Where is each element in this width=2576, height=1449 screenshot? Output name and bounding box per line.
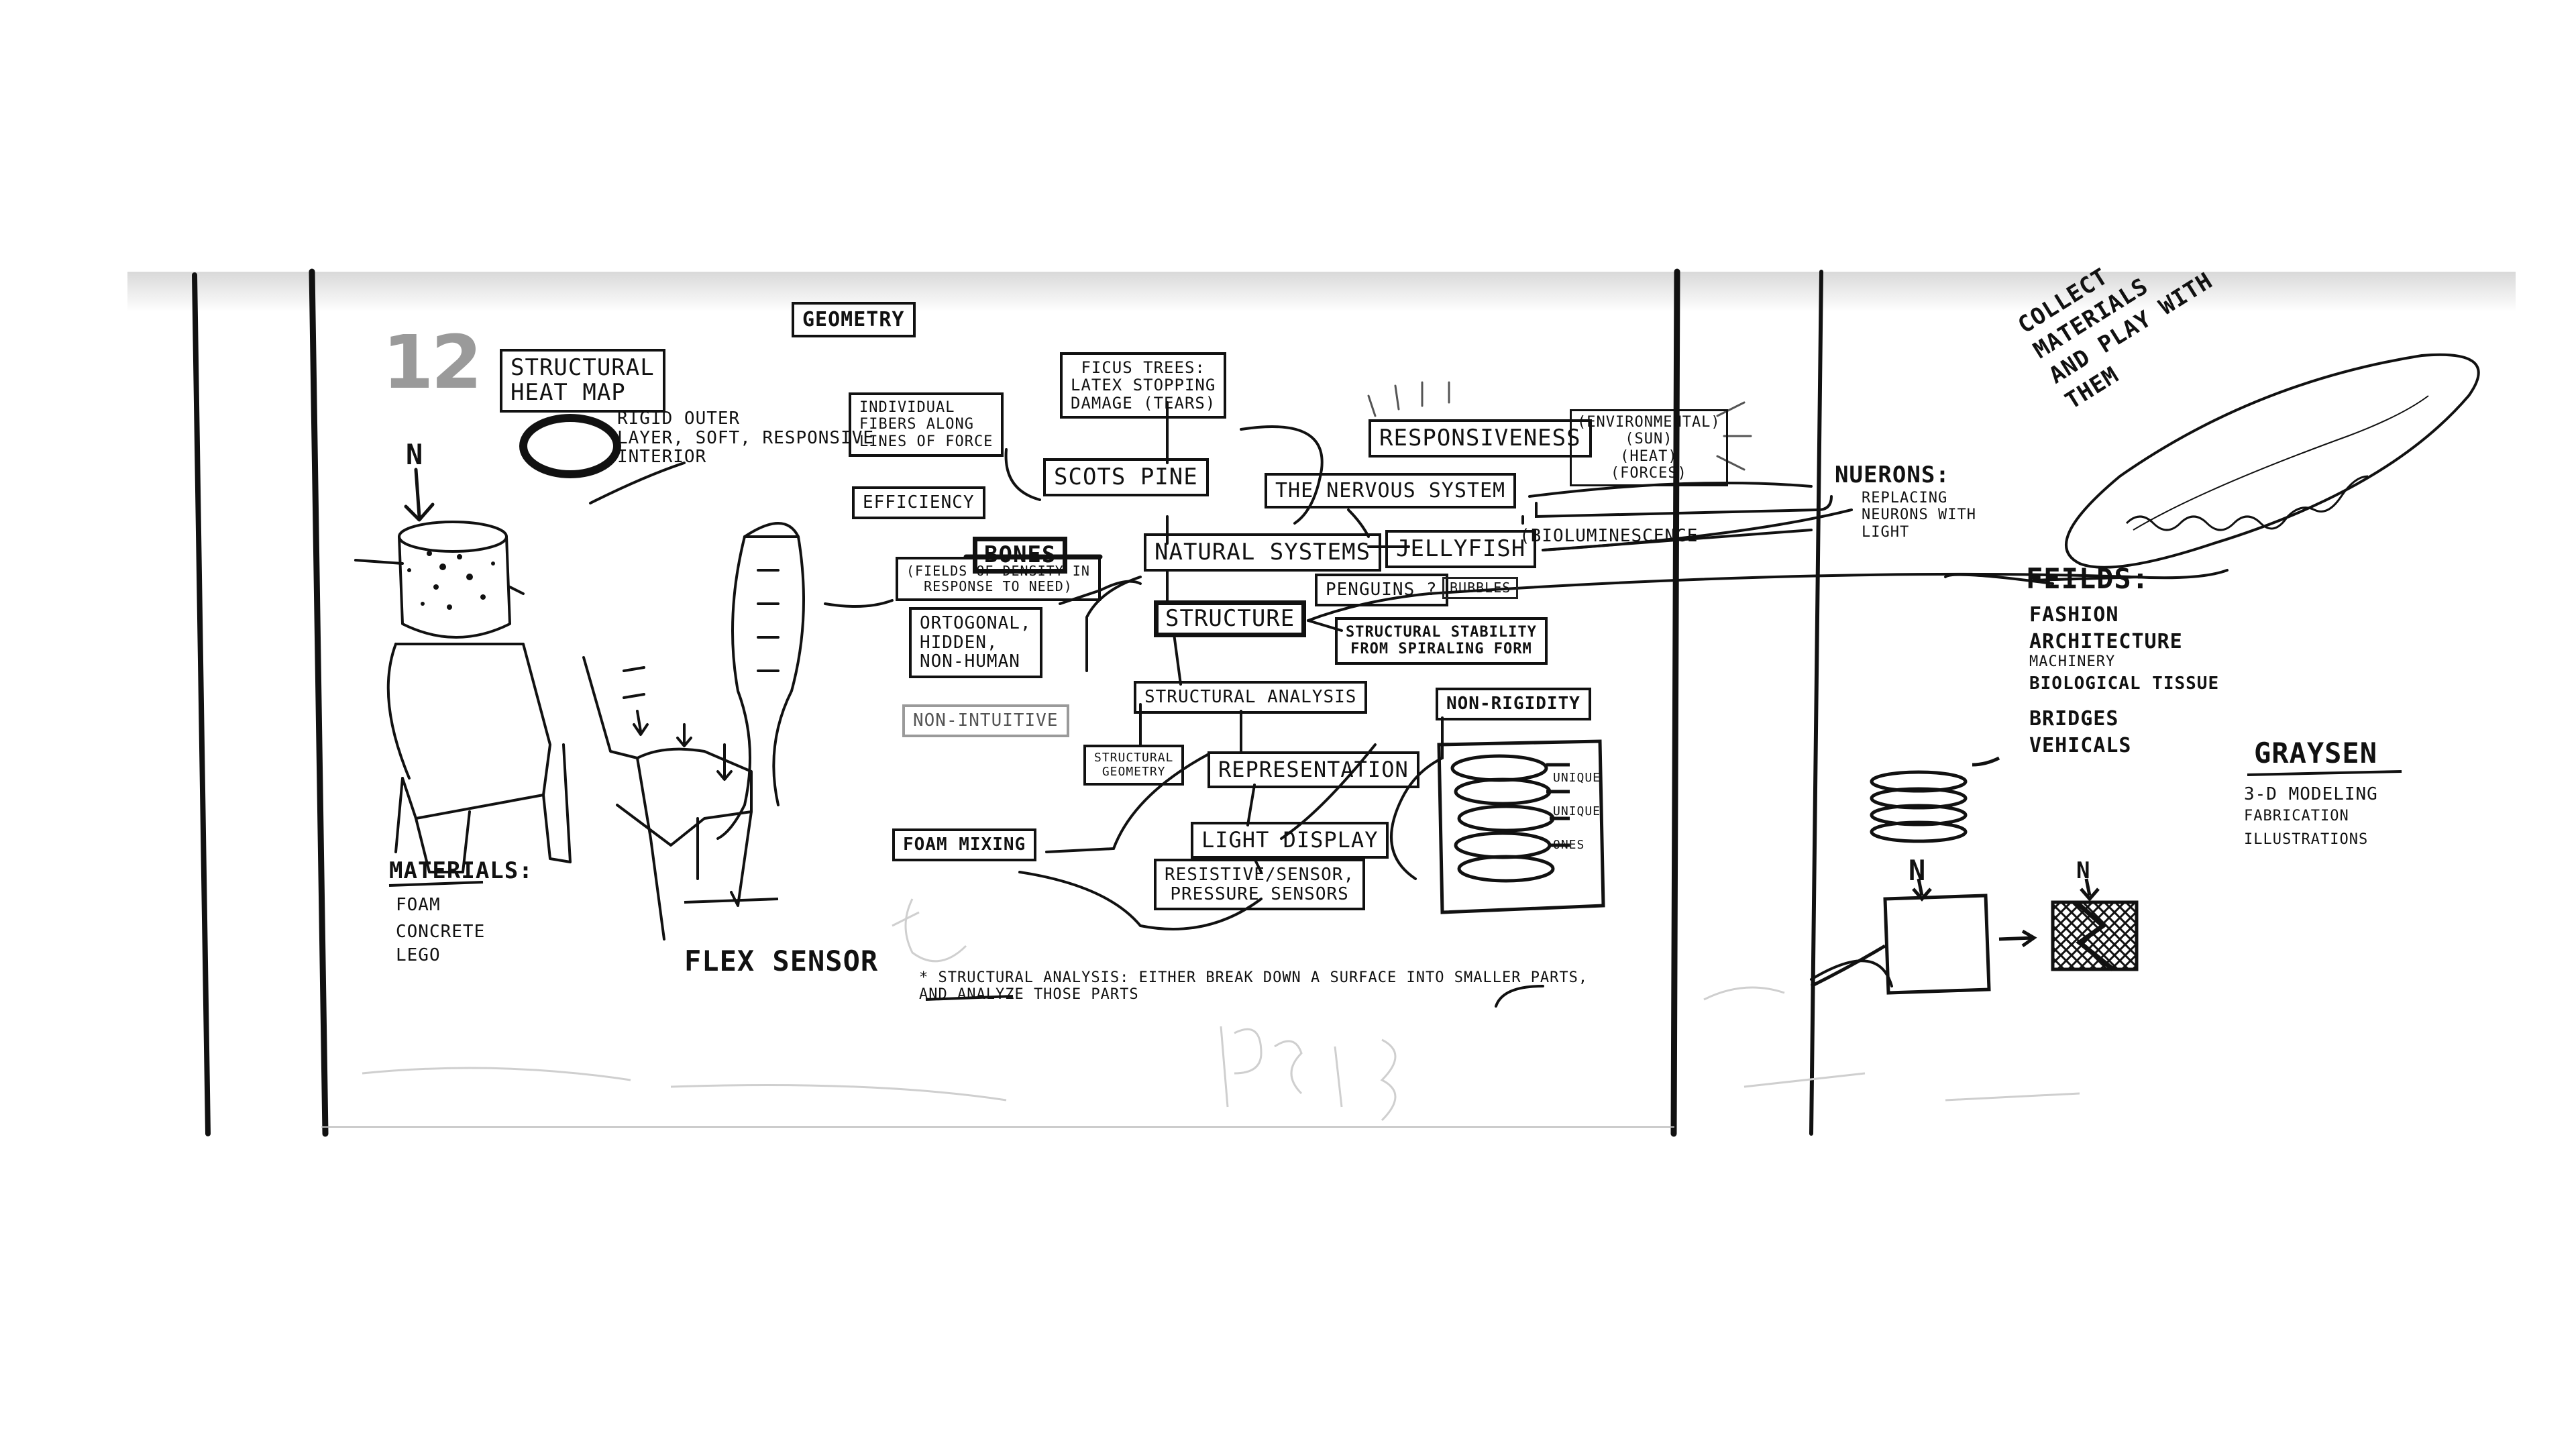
heat-map-circle: [519, 414, 621, 478]
ghost-marks: [362, 898, 2080, 1122]
light-display-box: LIGHT DISPLAY: [1191, 822, 1389, 859]
individual-fibers-box: INDIVIDUAL FIBERS ALONG LINES OF FORCE: [849, 392, 1004, 457]
field-bridges: BRIDGES: [2029, 707, 2119, 731]
fields-title: FEILDS:: [2026, 562, 2150, 595]
neurons-note: REPLACING NEURONS WITH LIGHT: [1862, 490, 1976, 541]
non-rigidity-box: NON-RIGIDITY: [1436, 688, 1591, 720]
efficiency-box: EFFICIENCY: [852, 486, 985, 519]
collect-oval: [2065, 353, 2480, 569]
penguins-box: PENGUINS ?: [1315, 574, 1448, 606]
nervous-system-box: THE NERVOUS SYSTEM: [1265, 473, 1517, 508]
field-architecture: ARCHITECTURE: [2029, 630, 2183, 653]
stack-label-3: ONES: [1553, 838, 1585, 852]
graysen-item-fabrication: FABRICATION: [2244, 808, 2349, 824]
ortogonal-box: ORTOGONAL, HIDDEN, NON-HUMAN: [909, 607, 1042, 678]
bones-box: BONES: [973, 537, 1068, 574]
responsiveness-box: RESPONSIVENESS: [1368, 419, 1592, 458]
collect-materials-note: COLLECT MATERIALS AND PLAY WITH THEM: [2013, 263, 2218, 415]
bioluminescence-note: (BIOLUMINESCENCE: [1519, 526, 1699, 546]
material-item-lego: LEGO: [396, 945, 441, 965]
bubbles-box: BUBBLES: [1442, 577, 1519, 599]
field-biological-tissue: BIOLOGICAL TISSUE: [2029, 674, 2220, 694]
responsiveness-note: (ENVIRONMENTAL) (SUN) (HEAT) (FORCES): [1570, 409, 1728, 487]
field-machinery: MACHINERY: [2029, 653, 2116, 670]
underlines: [388, 576, 2402, 1001]
stack-label-2: UNIQUE: [1553, 804, 1601, 818]
layer-stack-box: [1437, 739, 1605, 914]
north-label: N: [406, 438, 424, 471]
north-label-right-b: N: [2076, 857, 2091, 884]
structural-geometry-box: STRUCTURAL GEOMETRY: [1083, 745, 1185, 786]
stack-label-1: UNIQUE: [1553, 771, 1601, 785]
structural-stability-box: STRUCTURAL STABILITY FROM SPIRALING FORM: [1335, 617, 1548, 665]
neurons-title: NUERONS:: [1835, 462, 1950, 488]
board-number: 12: [382, 319, 482, 405]
natural-systems-box: NATURAL SYSTEMS: [1144, 533, 1382, 572]
jellyfish-box: JELLYFISH: [1385, 530, 1537, 569]
structural-analysis-footnote: * STRUCTURAL ANALYSIS: EITHER BREAK DOWN…: [919, 969, 1589, 1004]
bones-note-box: (FIELDS OF DENSITY IN RESPONSE TO NEED): [896, 557, 1101, 601]
cylinder-dots: [407, 551, 495, 610]
right-sketches: [1810, 756, 2139, 995]
rigid-outer-note: RIGID OUTER LAYER, SOFT, RESPONSIVE INTE…: [617, 409, 875, 468]
board-top-shadow: [127, 272, 2516, 312]
materials-title: MATERIALS:: [389, 857, 533, 884]
field-fashion: FASHION: [2029, 603, 2119, 627]
structure-box: STRUCTURE: [1154, 600, 1307, 638]
north-label-right-a: N: [1909, 854, 1927, 887]
geometry-box: GEOMETRY: [792, 302, 916, 337]
connector-lines: [824, 401, 2229, 1008]
ficus-trees-box: FICUS TREES: LATEX STOPPING DAMAGE (TEAR…: [1060, 352, 1227, 419]
graysen-item-modeling: 3-D MODELING: [2244, 784, 2378, 804]
board-surface: [127, 272, 2516, 1130]
foam-mixing-box: FOAM MIXING: [892, 828, 1037, 861]
flex-sensor: FLEX SENSOR: [684, 945, 879, 977]
material-item-concrete: CONCRETE: [396, 922, 486, 942]
structural-analysis-box: STRUCTURAL ANALYSIS: [1134, 681, 1368, 714]
panel-frames: [192, 268, 1823, 1137]
non-intuitive-box: NON-INTUITIVE: [902, 704, 1069, 737]
material-item-foam: FOAM: [396, 895, 441, 915]
scots-pine-box: SCOTS PINE: [1043, 458, 1209, 497]
graysen-item-illustrations: ILLUSTRATIONS: [2244, 831, 2369, 848]
left-sketches: [354, 462, 805, 941]
representation-box: REPRESENTATION: [1208, 751, 1419, 789]
field-vehicals: VEHICALS: [2029, 734, 2132, 757]
resistive-sensor-box: RESISTIVE/SENSOR, PRESSURE SENSORS: [1154, 859, 1366, 911]
graysen-title: GRAYSEN: [2254, 737, 2378, 769]
structural-heat-map-box: STRUCTURAL HEAT MAP: [500, 349, 665, 413]
sun-rays: [1367, 381, 1752, 471]
